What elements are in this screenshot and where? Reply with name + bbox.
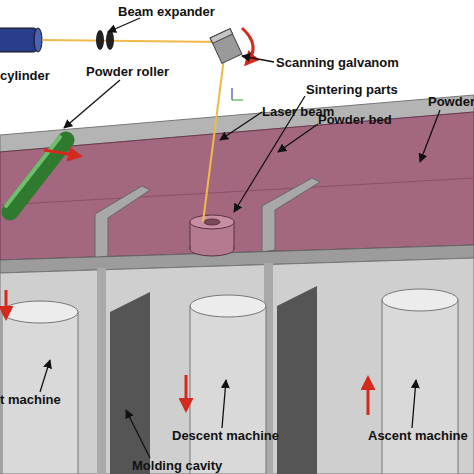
leader-line — [40, 360, 50, 392]
part-label: Molding cavity — [132, 458, 222, 473]
sintered-part-top — [190, 215, 234, 229]
part-label: t machine — [0, 392, 61, 407]
divider-wall — [262, 178, 320, 252]
beam-expander-lens — [106, 30, 114, 50]
chamber-divider — [97, 268, 106, 474]
molding-cavity-panel — [277, 286, 317, 474]
bed-edge — [0, 178, 474, 205]
part-label: Powder bed — [318, 112, 392, 127]
piston-cylinder — [190, 306, 266, 474]
sintered-part-fill — [191, 240, 233, 249]
leader-line — [420, 110, 440, 162]
part-label: Ascent machine — [368, 428, 468, 443]
galvo-body — [210, 29, 242, 64]
roller-highlight — [6, 137, 60, 206]
part-label: Scanning galvanom — [276, 55, 399, 70]
laser-beam — [42, 40, 222, 42]
part-label: Beam expander — [118, 4, 215, 19]
motion-arrow — [44, 150, 80, 156]
leader-line — [64, 80, 120, 128]
machine-front — [0, 258, 474, 474]
sintered-part-hole — [204, 219, 220, 225]
part-label: cylinder — [0, 68, 50, 83]
scanning-galvanometer — [210, 29, 242, 64]
leader-line — [412, 380, 416, 428]
piston-cylinder — [382, 300, 458, 474]
axis-mark — [232, 100, 243, 101]
piston-top — [2, 301, 78, 323]
leader-line — [278, 124, 318, 152]
molding-cavity-panel — [110, 292, 150, 474]
part-label: Powder — [428, 94, 474, 109]
part-label: Descent machine — [172, 428, 279, 443]
beam-expander-lens — [96, 30, 104, 50]
part-label: Powder roller — [86, 64, 169, 79]
leader-line — [126, 410, 150, 458]
motion-arrow — [185, 375, 188, 410]
leader-line — [222, 380, 226, 428]
powder-bed-surface — [0, 112, 474, 260]
leader-lines — [40, 18, 440, 458]
leader-line — [108, 18, 140, 32]
rotation-arrow — [242, 28, 253, 64]
laser-lens — [34, 28, 42, 52]
divider-wall — [95, 186, 150, 258]
leader-line — [220, 112, 262, 140]
leader-line — [242, 56, 274, 62]
part-label: Sintering parts — [306, 82, 398, 97]
piston-top — [190, 295, 266, 317]
motion-arrow — [367, 378, 370, 415]
axis-mark — [232, 88, 233, 100]
piston-top — [382, 289, 458, 311]
motion-arrow — [5, 290, 8, 318]
laser-source — [0, 28, 38, 52]
galvo-top — [210, 29, 232, 44]
